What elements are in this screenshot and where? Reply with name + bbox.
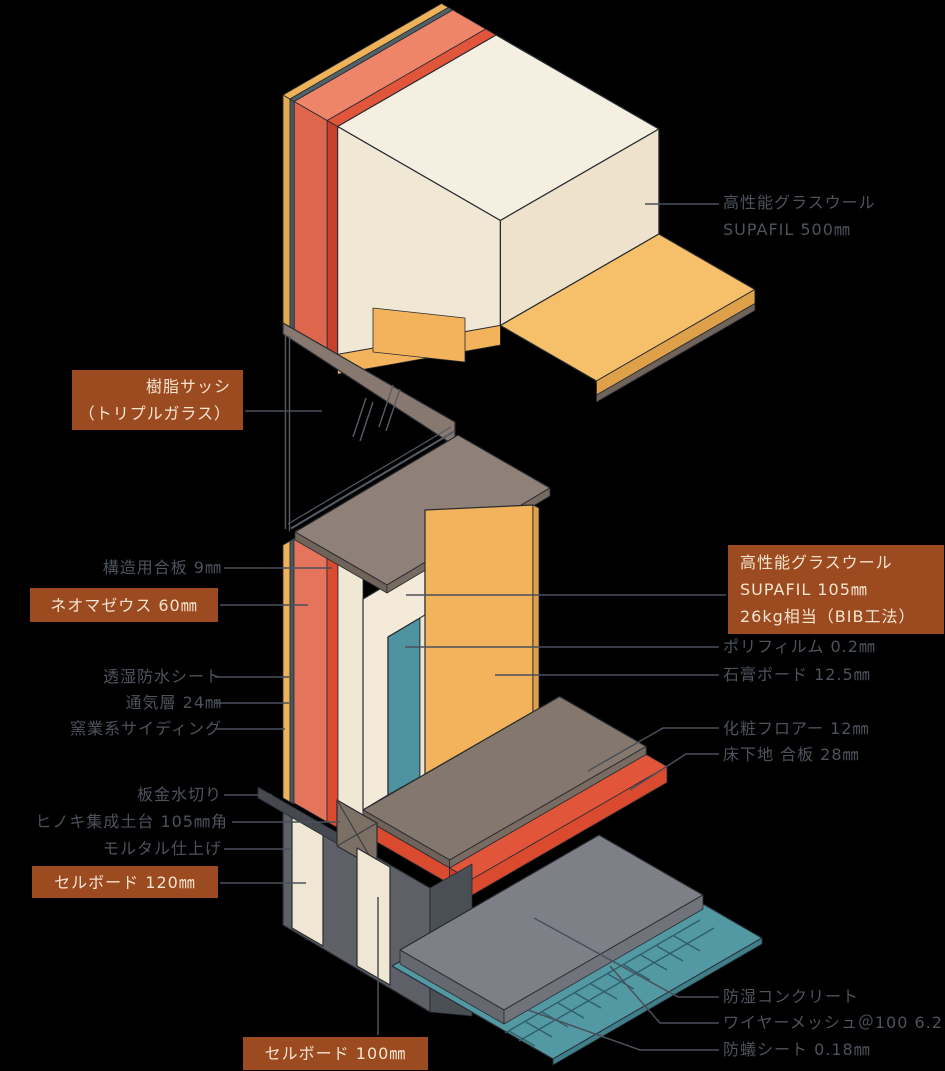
label-floor-finish: 化粧フロアー 12㎜ xyxy=(723,719,870,738)
label-supafil105-line3: 26kg相当（BIB工法） xyxy=(740,607,916,626)
polyfilm-layer xyxy=(387,617,421,796)
plywood-end-strip xyxy=(326,120,339,355)
wall-gypsum-head-face xyxy=(372,307,466,363)
leader-floor-finish xyxy=(587,727,719,772)
layer-gap-strip xyxy=(419,614,426,778)
label-cellboard-100: セルボード 100㎜ xyxy=(264,1044,407,1063)
callout-supafil105: 高性能グラスウール SUPAFIL 105㎜ 26kg相当（BIB工法） xyxy=(728,545,944,634)
leader-lines xyxy=(215,203,726,1051)
label-supafil500-line2: SUPAFIL 500㎜ xyxy=(723,220,851,239)
callout-resin-sash: 樹脂サッシ （トリプルガラス） xyxy=(72,370,243,430)
middle-wall-assembly xyxy=(282,426,551,843)
ceiling-board-trim xyxy=(596,303,756,403)
sill-cross-mark xyxy=(336,822,378,847)
label-siding: 窯業系サイディング xyxy=(70,719,222,738)
callout-cellboard-100: セルボード 100㎜ xyxy=(243,1037,428,1070)
floor-assembly xyxy=(362,695,668,897)
label-polyfilm: ポリフィルム 0.2㎜ xyxy=(723,637,876,656)
sash-rim-line xyxy=(287,426,452,525)
moisture-concrete-edge-right xyxy=(503,894,704,1025)
top-wall-assembly xyxy=(282,3,756,447)
siding-layer xyxy=(282,540,291,803)
ground-slab xyxy=(391,834,763,1066)
label-air-layer: 通気層 24㎜ xyxy=(125,693,222,712)
label-hinoki-sill: ヒノキ集成土台 105㎜角 xyxy=(35,812,228,831)
sheet-end-strip xyxy=(289,98,295,330)
label-neoma-zeus: ネオマゼウス 60㎜ xyxy=(50,595,198,615)
glass-reflection xyxy=(359,401,374,442)
label-supafil105-line2: SUPAFIL 105㎜ xyxy=(740,580,868,599)
neoma-end-face xyxy=(293,101,328,349)
label-gypsum-board: 石膏ボード 12.5㎜ xyxy=(723,665,871,684)
leader-subfloor xyxy=(629,753,719,791)
label-supafil105-line1: 高性能グラスウール xyxy=(740,553,893,572)
ant-proof-sheet-edge xyxy=(552,937,763,1066)
window-glass xyxy=(284,334,401,531)
label-mortar: モルタル仕上げ xyxy=(102,839,222,858)
leader-ant-sheet xyxy=(527,1009,719,1051)
label-ant-sheet: 防蟻シート 0.18㎜ xyxy=(723,1040,871,1059)
leader-moisture-concrete xyxy=(533,917,719,998)
label-flashing: 板金水切り xyxy=(136,785,222,804)
glass-reflection xyxy=(378,384,394,428)
siding-end-strip xyxy=(282,94,291,328)
callout-neoma-zeus: ネオマゼウス 60㎜ xyxy=(30,588,218,622)
label-wire-mesh: ワイヤーメッシュ＠100 6.2 xyxy=(723,1013,943,1032)
leader-wire-mesh xyxy=(609,965,719,1024)
label-sash-line2: （トリプルガラス） xyxy=(78,404,231,423)
label-supafil500-line1: 高性能グラスウール xyxy=(723,193,876,212)
neoma-zeus-layer xyxy=(293,518,328,823)
glass-reflection xyxy=(385,388,401,432)
label-breathable-sheet: 透湿防水シート xyxy=(102,667,222,686)
glass-reflection xyxy=(352,397,367,438)
label-structural-plywood: 構造用合板 9㎜ xyxy=(102,558,222,577)
breathable-sheet-layer xyxy=(289,538,295,805)
gypsum-board-edge xyxy=(532,504,540,713)
callout-cellboard-120: セルボード 120㎜ xyxy=(32,866,218,898)
label-subfloor: 床下地 合板 28㎜ xyxy=(723,745,860,764)
sash-rim-line xyxy=(290,430,455,530)
label-cellboard-120: セルボード 120㎜ xyxy=(54,872,196,892)
label-moisture-concrete: 防湿コンクリート xyxy=(723,987,860,1006)
label-sash-line1: 樹脂サッシ xyxy=(145,377,231,396)
cellboard-100-panel xyxy=(356,847,391,986)
